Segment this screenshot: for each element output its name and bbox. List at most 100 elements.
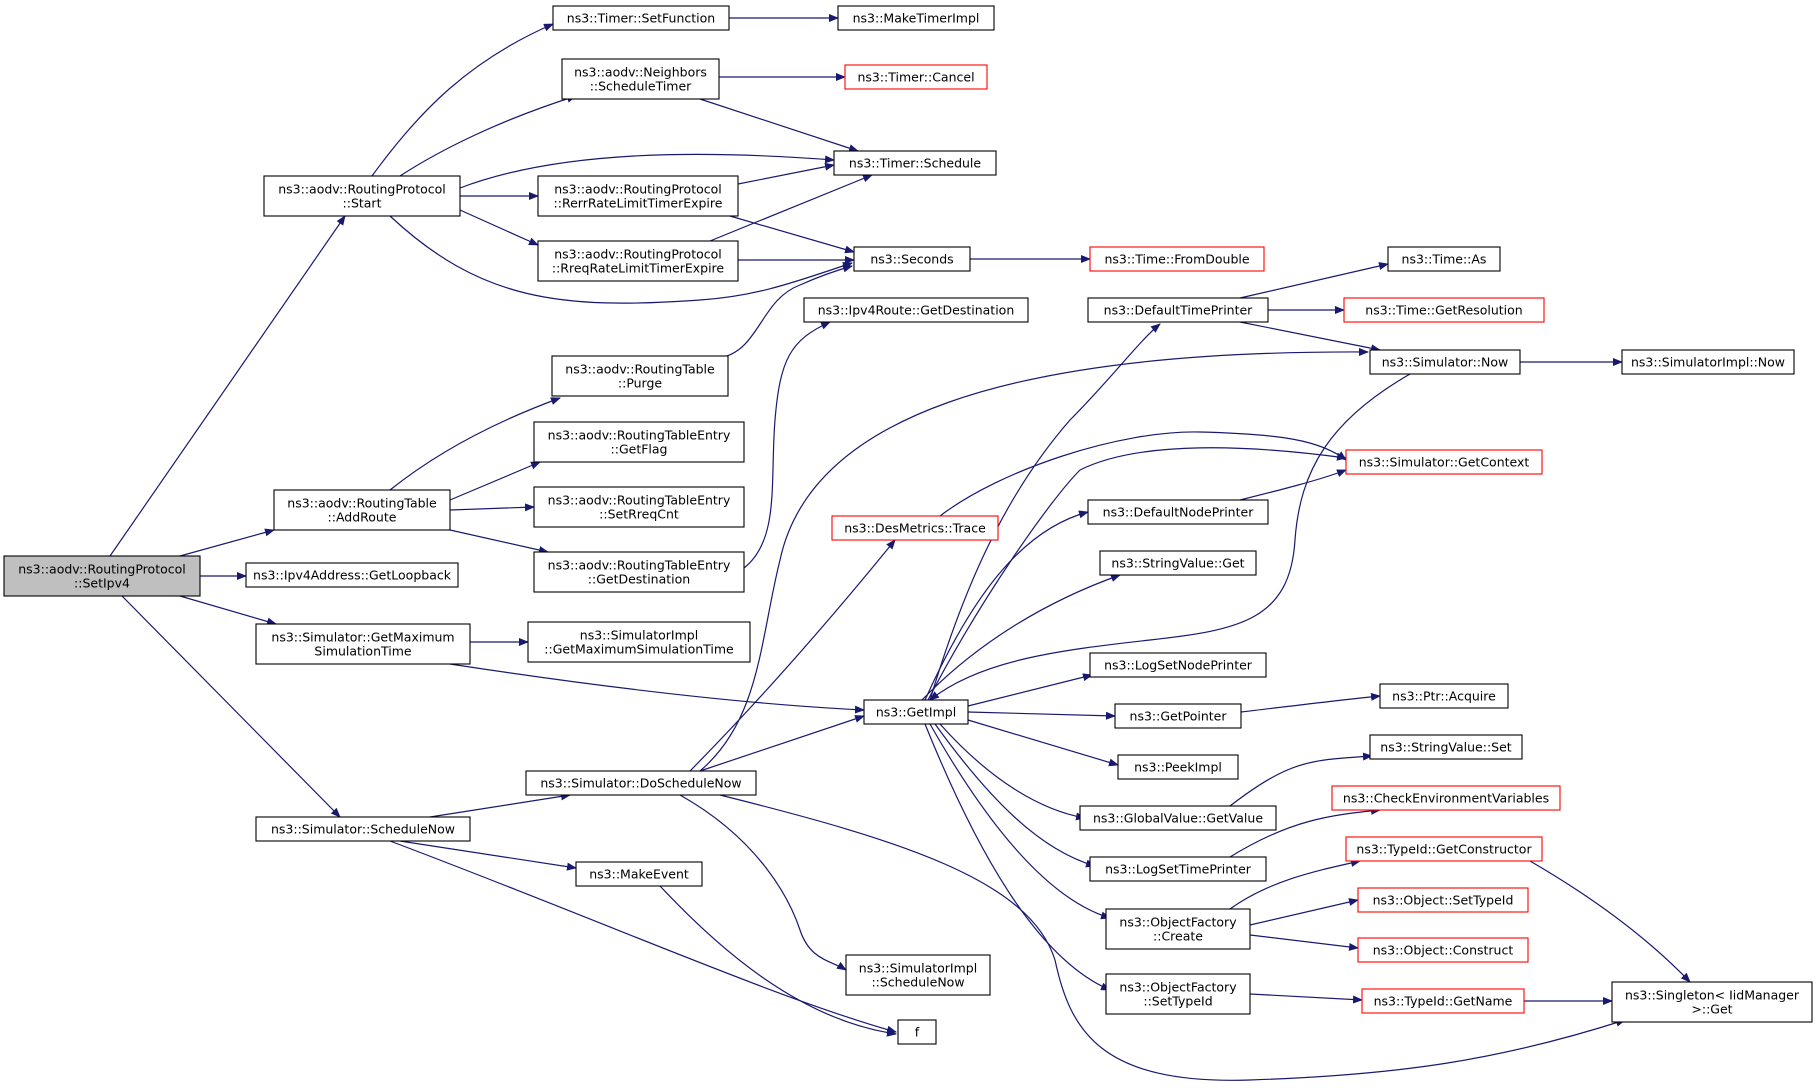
node-setfunc[interactable]: ns3::Timer::SetFunction — [552, 5, 730, 31]
node-simimplnow[interactable]: ns3::SimulatorImpl::Now — [1621, 349, 1795, 375]
node-makeevent[interactable]: ns3::MakeEvent — [575, 861, 703, 887]
node-label: ns3::GlobalValue::GetValue — [1093, 811, 1263, 826]
node-logtime[interactable]: ns3::LogSetTimePrinter — [1089, 856, 1267, 882]
edge-simnow-to-getimpl — [929, 373, 1411, 701]
node-simimplmax[interactable]: ns3::SimulatorImpl::GetMaximumSimulation… — [527, 621, 751, 663]
node-ofcreate[interactable]: ns3::ObjectFactory::Create — [1105, 908, 1251, 950]
edge-schednow-to-f — [389, 840, 897, 1034]
node-nbrsched[interactable]: ns3::aodv::Neighbors::ScheduleTimer — [561, 58, 720, 100]
node-setreq[interactable]: ns3::aodv::RoutingTableEntry::SetRreqCnt — [533, 486, 745, 528]
edge-getmax-to-getimpl — [449, 663, 865, 714]
node-label: ns3::StringValue::Get — [1111, 556, 1244, 571]
node-addroute[interactable]: ns3::aodv::RoutingTable::AddRoute — [273, 489, 451, 531]
node-defnode[interactable]: ns3::DefaultNodePrinter — [1087, 499, 1269, 525]
edge-logtime-to-checkenv — [1229, 806, 1381, 858]
node-label: ::Purge — [618, 376, 663, 391]
node-label: ns3::Seconds — [870, 252, 953, 267]
node-label: ns3::Timer::SetFunction — [567, 11, 715, 26]
node-simnow[interactable]: ns3::Simulator::Now — [1369, 349, 1521, 375]
node-simimplsched[interactable]: ns3::SimulatorImpl::ScheduleNow — [845, 954, 991, 996]
node-loopback[interactable]: ns3::Ipv4Address::GetLoopback — [245, 562, 459, 588]
node-ofsettype[interactable]: ns3::ObjectFactory::SetTypeId — [1105, 973, 1251, 1015]
node-tidname[interactable]: ns3::TypeId::GetName — [1361, 988, 1525, 1014]
edge-getimpl-to-defnode — [924, 510, 1089, 701]
node-label: ns3::Simulator::DoScheduleNow — [540, 776, 741, 791]
node-purge[interactable]: ns3::aodv::RoutingTable::Purge — [551, 355, 729, 397]
node-getctor[interactable]: ns3::TypeId::GetConstructor — [1345, 836, 1543, 862]
node-ipv4dest[interactable]: ns3::Ipv4Route::GetDestination — [803, 297, 1029, 323]
node-label: ns3::aodv::RoutingProtocol — [18, 562, 186, 577]
node-label: ns3::MakeTimerImpl — [853, 11, 980, 26]
node-getimpl[interactable]: ns3::GetImpl — [863, 699, 969, 725]
node-label: ns3::DefaultTimePrinter — [1104, 303, 1254, 318]
node-dosched[interactable]: ns3::Simulator::DoScheduleNow — [525, 770, 757, 796]
node-ptracq[interactable]: ns3::Ptr::Acquire — [1379, 683, 1509, 709]
node-timeas[interactable]: ns3::Time::As — [1387, 246, 1501, 272]
node-fromdouble[interactable]: ns3::Time::FromDouble — [1089, 246, 1265, 272]
node-label: ns3::aodv::Neighbors — [574, 65, 707, 80]
node-label: ns3::aodv::RoutingTable — [287, 496, 437, 511]
node-label: ::GetMaximumSimulationTime — [544, 642, 734, 657]
node-label: ::RerrRateLimitTimerExpire — [554, 196, 723, 211]
node-label: ns3::Singleton< IidManager — [1625, 988, 1800, 1003]
node-label: f — [915, 1025, 920, 1040]
node-rreq[interactable]: ns3::aodv::RoutingProtocol::RreqRateLimi… — [537, 240, 739, 282]
node-label: ::ScheduleNow — [871, 975, 964, 990]
node-getflag[interactable]: ns3::aodv::RoutingTableEntry::GetFlag — [533, 421, 745, 463]
node-objconstruct[interactable]: ns3::Object::Construct — [1357, 937, 1529, 963]
edge-getimpl-to-ofcreate — [929, 723, 1111, 920]
node-schedule[interactable]: ns3::Timer::Schedule — [833, 150, 997, 176]
node-checkenv[interactable]: ns3::CheckEnvironmentVariables — [1331, 785, 1561, 811]
node-cancel[interactable]: ns3::Timer::Cancel — [844, 64, 988, 90]
node-label: ::SetIpv4 — [74, 576, 130, 591]
node-label: ns3::Simulator::GetMaximum — [271, 630, 454, 645]
node-label: ns3::DefaultNodePrinter — [1103, 505, 1255, 520]
node-label: ::AddRoute — [328, 510, 397, 525]
node-label: ns3::Simulator::GetContext — [1359, 455, 1530, 470]
edge-addroute-to-getflag — [449, 461, 541, 501]
node-maketimer[interactable]: ns3::MakeTimerImpl — [837, 5, 995, 31]
node-label: ns3::aodv::RoutingProtocol — [554, 247, 722, 262]
edge-addroute-to-setreq — [449, 503, 535, 512]
node-start[interactable]: ns3::aodv::RoutingProtocol::Start — [263, 175, 461, 217]
edge-addroute-to-purge — [389, 397, 561, 491]
node-objsettype[interactable]: ns3::Object::SetTypeId — [1357, 887, 1529, 913]
node-getdestE[interactable]: ns3::aodv::RoutingTableEntry::GetDestina… — [533, 551, 745, 593]
node-label: ns3::SimulatorImpl — [580, 628, 698, 643]
node-label: ns3::MakeEvent — [589, 867, 689, 882]
node-deftime[interactable]: ns3::DefaultTimePrinter — [1087, 297, 1269, 323]
node-label: ns3::Simulator::Now — [1382, 355, 1509, 370]
edge-dosched-to-simimplsched — [679, 794, 847, 971]
node-label: ns3::SimulatorImpl — [859, 961, 977, 976]
node-label: ns3::Timer::Schedule — [849, 156, 981, 171]
node-singleton[interactable]: ns3::Singleton< IidManager>::Get — [1611, 981, 1813, 1023]
node-label: ns3::LogSetNodePrinter — [1104, 658, 1253, 673]
node-root[interactable]: ns3::aodv::RoutingProtocol::SetIpv4 — [3, 555, 201, 597]
node-getptr[interactable]: ns3::GetPointer — [1114, 703, 1242, 729]
edge-root-to-schednow — [121, 595, 341, 818]
node-strget[interactable]: ns3::StringValue::Get — [1099, 550, 1257, 576]
edge-trace-to-getctx — [939, 431, 1347, 517]
edge-getctor-to-singleton — [1529, 860, 1691, 983]
node-getmax[interactable]: ns3::Simulator::GetMaximumSimulationTime — [255, 623, 471, 665]
node-label: ::SetRreqCnt — [599, 507, 679, 522]
edge-root-to-getmax — [179, 595, 277, 626]
node-label: ns3::LogSetTimePrinter — [1105, 862, 1252, 877]
node-f[interactable]: f — [897, 1019, 937, 1045]
edge-start-to-nbrsched — [399, 94, 577, 177]
node-peekimpl[interactable]: ns3::PeekImpl — [1117, 754, 1239, 780]
node-label: ns3::ObjectFactory — [1119, 915, 1237, 930]
node-seconds[interactable]: ns3::Seconds — [853, 246, 971, 272]
node-getctx[interactable]: ns3::Simulator::GetContext — [1345, 449, 1543, 475]
node-lognode[interactable]: ns3::LogSetNodePrinter — [1089, 652, 1267, 678]
node-label: ::ScheduleTimer — [590, 79, 692, 94]
node-trace[interactable]: ns3::DesMetrics::Trace — [831, 515, 999, 541]
node-label: ns3::TypeId::GetName — [1374, 994, 1513, 1009]
node-getres[interactable]: ns3::Time::GetResolution — [1343, 297, 1545, 323]
node-rerr[interactable]: ns3::aodv::RoutingProtocol::RerrRateLimi… — [537, 175, 739, 217]
node-gvget[interactable]: ns3::GlobalValue::GetValue — [1079, 805, 1277, 831]
node-schednow[interactable]: ns3::Simulator::ScheduleNow — [255, 816, 471, 842]
node-label: SimulationTime — [314, 644, 411, 659]
node-strset[interactable]: ns3::StringValue::Set — [1369, 734, 1523, 760]
